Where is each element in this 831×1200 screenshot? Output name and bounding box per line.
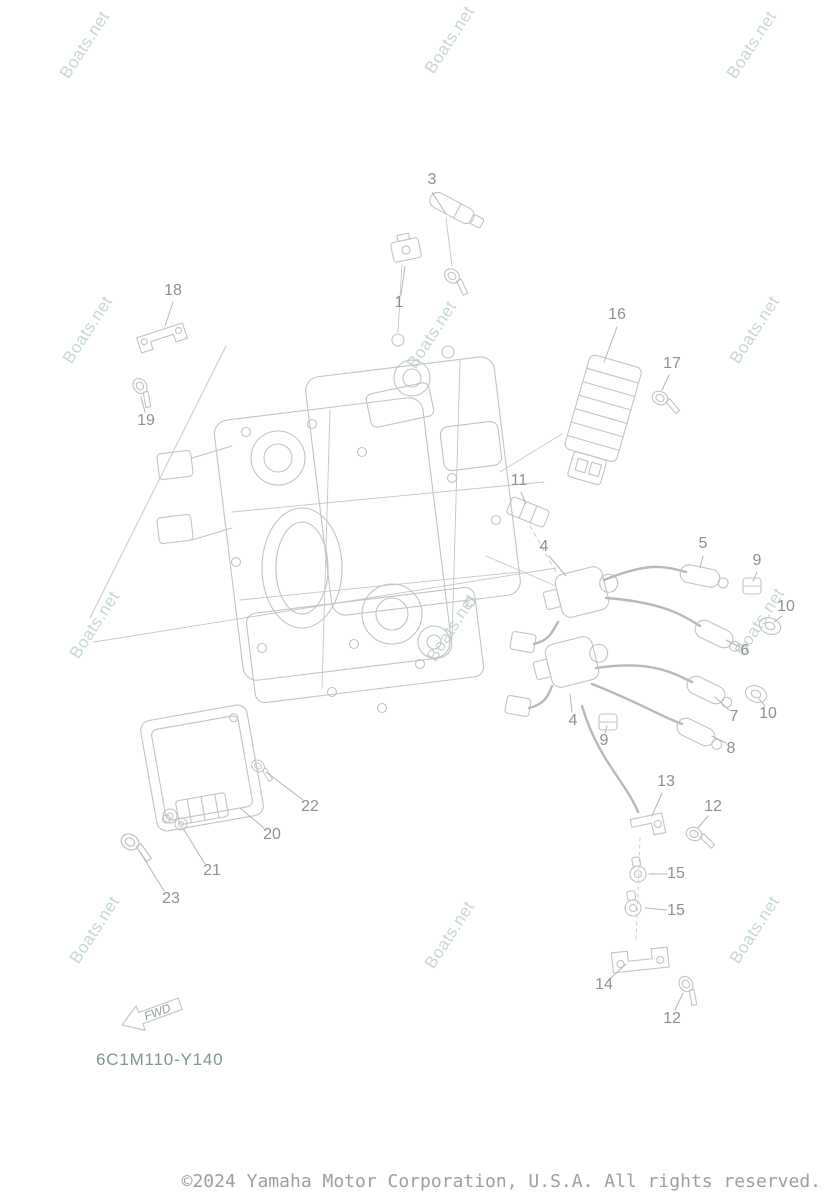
callout-leaders [139, 191, 783, 1011]
bolt-icon [440, 265, 475, 298]
bracket-part-18 [136, 322, 188, 354]
guide-lines [89, 217, 563, 643]
ignition-coils [504, 566, 619, 718]
bolt-12b-icon [674, 973, 706, 1008]
washers-part-21 [162, 808, 188, 831]
spark-plug-cap-6 [694, 619, 741, 652]
clamp-15a-icon [627, 855, 648, 884]
rectifier-part-16 [564, 354, 642, 486]
bolt-19-icon [128, 375, 160, 410]
spark-plug-cap-5 [679, 564, 729, 589]
cap-part-10b [744, 685, 768, 703]
clip-part-9a [742, 577, 762, 595]
spark-plug-cap-8 [676, 717, 723, 750]
bolt-17-icon [649, 388, 685, 416]
fwd-label: FWD [142, 1001, 173, 1024]
bracket-part-14 [610, 946, 670, 974]
spark-plug-cap-7 [686, 675, 733, 708]
ecu-part-20 [140, 704, 264, 832]
connector-part-11 [506, 496, 550, 528]
clip-part-9b [598, 713, 618, 731]
footer-copyright: ©2024 Yamaha Motor Corporation, U.S.A. A… [181, 1171, 821, 1192]
bolt-12a-icon [683, 824, 719, 850]
bracket-part-13 [629, 812, 667, 836]
bolt-22-icon [248, 757, 278, 783]
cap-part-10a [758, 617, 782, 635]
spark-plug-wires [580, 565, 702, 814]
engine-block [156, 333, 545, 714]
bolt-23-icon [117, 830, 158, 864]
diagram-code: 6C1M110-Y140 [96, 1050, 224, 1069]
fwd-arrow: FWD [121, 997, 183, 1031]
connector-part-1 [390, 232, 422, 263]
sensor-part-3 [429, 191, 485, 229]
clamp-15b-icon [622, 889, 643, 918]
